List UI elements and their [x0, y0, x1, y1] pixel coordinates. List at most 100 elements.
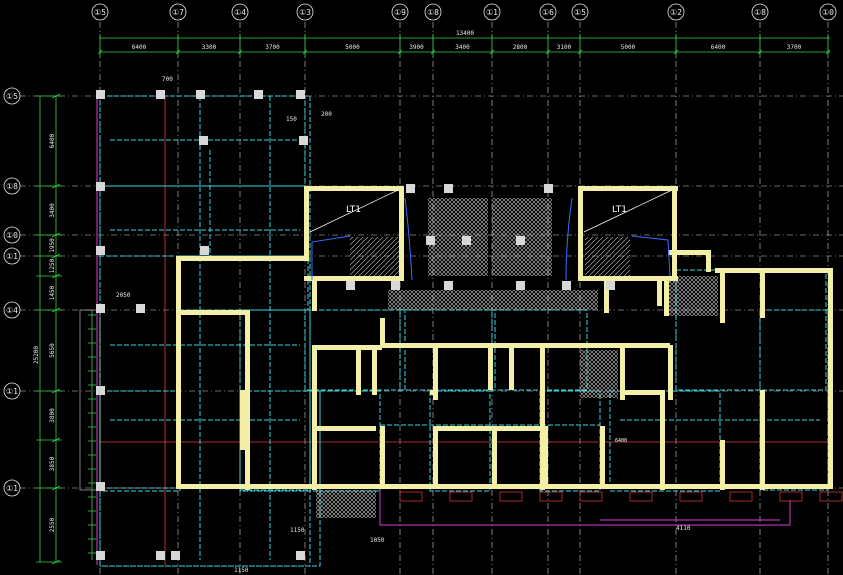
wall-segment — [176, 256, 181, 488]
axis-bubble-top — [391, 3, 409, 21]
corridor-hatch — [388, 290, 598, 310]
column — [296, 551, 305, 560]
wall-segment — [715, 484, 833, 489]
column — [562, 281, 571, 290]
column — [196, 90, 205, 99]
column — [426, 236, 435, 245]
wall-segment — [720, 268, 725, 323]
room-hatch — [668, 276, 718, 316]
wall-segment — [372, 345, 377, 395]
wall-segment — [578, 276, 678, 281]
dim-4110: 4110 — [676, 525, 691, 532]
wall-segment — [620, 390, 665, 395]
axis-label-top: ①3 — [299, 8, 311, 17]
axis-bubble-left — [3, 382, 21, 400]
blue-lines — [311, 197, 671, 281]
column — [444, 281, 453, 290]
dim-1150: 1150 — [290, 527, 305, 534]
dimension-top: 3700 — [265, 44, 280, 51]
dimension-left: 5650 — [49, 343, 56, 358]
axis-label-left: ①1 — [6, 484, 18, 493]
axis-bubble-top — [751, 3, 769, 21]
wall-segment — [509, 345, 514, 390]
wall-segment — [492, 426, 497, 486]
wall-segment — [672, 186, 677, 276]
wall-segment — [578, 186, 583, 276]
wall-segment — [356, 345, 361, 395]
axis-label-top: ①0 — [822, 8, 834, 17]
dimension-left: 3800 — [49, 408, 56, 423]
column — [96, 551, 105, 560]
overall-dimension-left: 25200 — [33, 346, 40, 364]
axis-bubble-top — [539, 3, 557, 21]
wall-segment — [664, 276, 669, 316]
wall-segment — [312, 345, 317, 395]
columns — [96, 90, 615, 560]
column — [296, 90, 305, 99]
dim-150: 150 — [286, 116, 297, 123]
axis-label-left: ①1 — [6, 387, 18, 396]
column — [199, 136, 208, 145]
column — [444, 184, 453, 193]
wall-segment — [380, 484, 605, 489]
overall-dimension-top: 13400 — [456, 30, 474, 37]
axis-label-left: ①8 — [6, 182, 18, 191]
axis-bubble-top — [169, 3, 187, 21]
wall-segment — [488, 345, 493, 390]
bottom-hatch — [316, 490, 376, 518]
wall-segment — [828, 268, 833, 488]
top-dimension-lines — [100, 37, 830, 53]
column — [516, 236, 525, 245]
axis-bubble-top — [231, 3, 249, 21]
dim-1050: 1050 — [370, 537, 385, 544]
axis-label-top: ①5 — [94, 8, 106, 17]
wall-segment — [657, 276, 662, 306]
axis-label-top: ①8 — [754, 8, 766, 17]
stair-hatch — [350, 237, 400, 281]
dim-200: 200 — [321, 111, 332, 118]
dimension-top: 3400 — [455, 44, 470, 51]
column — [346, 281, 355, 290]
elevator-shafts — [309, 189, 673, 233]
axis-label-top: ①1 — [486, 8, 498, 17]
wall-segment — [430, 390, 435, 395]
axis-bubble-left — [3, 479, 21, 497]
axis-label-left: ①0 — [6, 231, 18, 240]
wall-segment — [668, 250, 708, 255]
column — [462, 236, 471, 245]
wall-segment — [380, 343, 670, 348]
top-dimension-ticks — [97, 34, 831, 58]
wall-segment — [176, 484, 381, 489]
wall-segment — [433, 345, 438, 400]
axis-bubble-left — [3, 226, 21, 244]
axis-label-top: ①9 — [394, 8, 406, 17]
column — [96, 386, 105, 395]
axis-label-left: ①5 — [6, 92, 18, 101]
wall-segment — [380, 318, 385, 348]
column — [96, 304, 105, 313]
wall-segment — [668, 345, 673, 400]
wall-segment — [660, 390, 665, 490]
axis-label-top: ①6 — [542, 8, 554, 17]
column — [406, 184, 415, 193]
wall-segment — [540, 390, 545, 490]
axis-bubble-left — [3, 247, 21, 265]
wall-segment — [760, 390, 765, 490]
left-detail-dimension-strip — [79, 309, 101, 560]
axis-bubble-top — [91, 3, 109, 21]
dimension-top: 5000 — [621, 44, 636, 51]
lift-label-a: LT1 — [346, 205, 361, 215]
column — [516, 281, 525, 290]
dim-2050: 2050 — [116, 292, 131, 299]
lift-label-b: LT1 — [612, 205, 627, 215]
column — [200, 246, 209, 255]
wall-segment — [399, 186, 404, 276]
dimension-left: 6400 — [49, 133, 56, 148]
wall-segment — [543, 426, 548, 486]
dim-700: 700 — [162, 76, 173, 83]
column — [171, 551, 180, 560]
wall-segment — [578, 186, 678, 191]
